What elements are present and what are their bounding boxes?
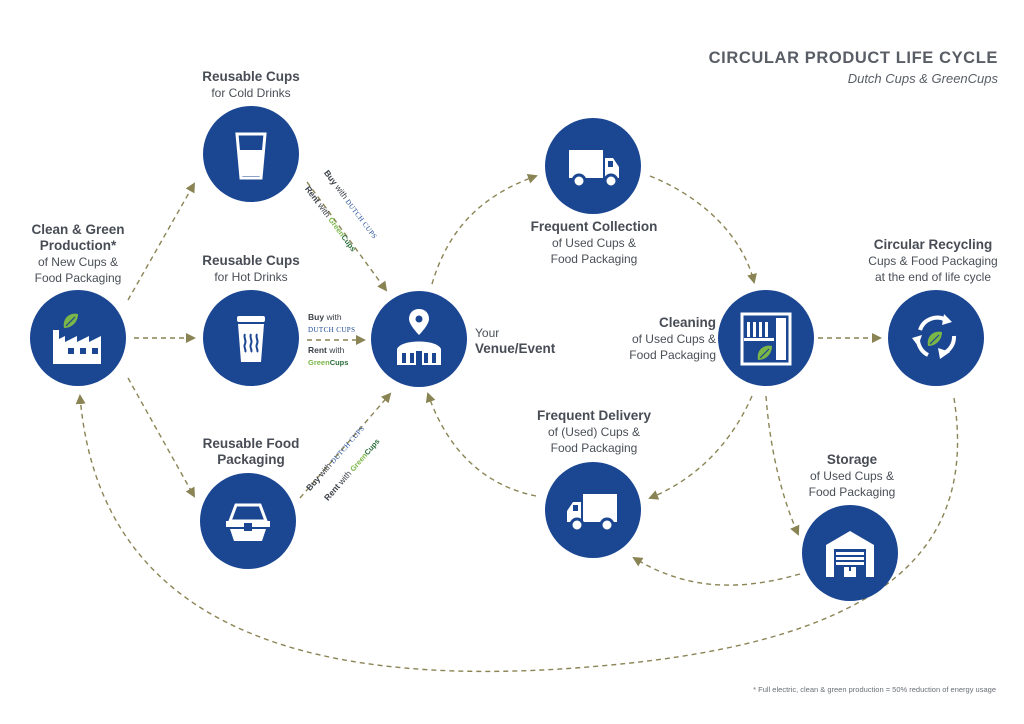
collection-node [545, 118, 641, 214]
collection-title: Frequent Collection [530, 219, 658, 234]
diagram-subtitle: Dutch Cups & GreenCups [847, 71, 998, 86]
food-packaging-title-2: Packaging [217, 452, 285, 467]
recycling-node [888, 290, 984, 386]
diagram-title-block: CIRCULAR PRODUCT LIFE CYCLE Dutch Cups &… [709, 49, 998, 86]
hot-rent-logo: GreenCups [308, 357, 348, 367]
arrow-venue-to-collection [431, 173, 538, 285]
cleaning-node [718, 290, 814, 386]
arrow-cold-to-venue [306, 181, 388, 292]
hot-rent-with: with [329, 345, 345, 355]
hot-buy-label: Buy with [308, 312, 342, 322]
production-label: Clean & Green Production* of New Cups & … [8, 222, 148, 286]
delivery-truck-icon [567, 494, 617, 533]
hot-cups-sub: for Hot Drinks [214, 270, 288, 284]
arrow-cleaning-to-delivery [648, 395, 753, 500]
storage-node [802, 505, 898, 601]
collection-label: Frequent Collection of Used Cups & Food … [514, 219, 674, 267]
hot-rent-label: Rent with [308, 345, 344, 355]
food-packaging-label: Reusable Food Packaging [181, 436, 321, 468]
recycling-label: Circular Recycling Cups & Food Packaging… [858, 237, 1008, 285]
greencups-logo-cups: Cups [329, 358, 349, 367]
hot-cups-title: Reusable Cups [202, 253, 300, 268]
venue-node [371, 291, 467, 387]
storage-title: Storage [826, 452, 878, 467]
delivery-node [545, 462, 641, 558]
warehouse-icon [826, 531, 874, 577]
delivery-label: Frequent Delivery of (Used) Cups & Food … [514, 408, 674, 456]
cold-cups-label: Reusable Cups for Cold Drinks [181, 69, 321, 101]
hot-buy-text: Buy [308, 312, 325, 322]
arrow-delivery-to-venue [425, 392, 537, 497]
greencups-logo-green: Green [308, 358, 330, 367]
venue-icon [397, 309, 441, 365]
dutch-cups-logo: DUTCH CUPS [308, 326, 356, 334]
glass-icon [235, 132, 267, 180]
cleaning-title: Cleaning [658, 315, 716, 330]
food-container-icon [226, 503, 270, 541]
recycling-sub: Cups & Food Packaging [868, 254, 998, 268]
hot-cups-label: Reusable Cups for Hot Drinks [181, 253, 321, 285]
hot-buy-with: with [326, 312, 342, 322]
production-sub-2: Food Packaging [34, 271, 122, 285]
arrow-production-to-cold [127, 182, 195, 301]
venue-label-event: Venue/Event [475, 341, 556, 356]
storage-sub-2: Food Packaging [808, 485, 896, 499]
factory-icon [53, 313, 101, 364]
diagram-title: CIRCULAR PRODUCT LIFE CYCLE [708, 49, 998, 67]
arrow-collection-to-cleaning [649, 175, 757, 284]
delivery-sub-2: Food Packaging [550, 441, 638, 455]
production-node [30, 290, 126, 386]
arrow-storage-to-delivery [632, 556, 801, 586]
arrow-recycling-to-production [75, 394, 959, 673]
collection-sub-2: Food Packaging [550, 252, 638, 266]
cold-cups-node [203, 106, 299, 202]
delivery-title: Frequent Delivery [536, 408, 652, 423]
cleaning-sub: of Used Cups & [631, 332, 716, 346]
delivery-sub: of (Used) Cups & [547, 425, 641, 439]
venue-label: Your Venue/Event [475, 325, 575, 357]
venue-label-your: Your [475, 326, 500, 340]
production-title: Clean & Green [31, 222, 125, 237]
cold-cups-sub: for Cold Drinks [211, 86, 291, 100]
arrow-production-to-food [127, 377, 195, 498]
hot-rent-text: Rent [308, 345, 327, 355]
hot-cups-node [203, 290, 299, 386]
recycling-sub-2: at the end of life cycle [874, 270, 992, 284]
food-packaging-node [200, 473, 296, 569]
cold-cups-title: Reusable Cups [202, 69, 300, 84]
greencups-logo: GreenCups [308, 358, 348, 367]
truck-icon [569, 150, 619, 189]
recycle-icon [912, 314, 956, 359]
collection-sub: of Used Cups & [551, 236, 637, 250]
storage-label: Storage of Used Cups & Food Packaging [782, 452, 922, 500]
dishwasher-icon [740, 312, 792, 366]
cleaning-label: Cleaning of Used Cups & Food Packaging [606, 315, 716, 363]
arrow-cleaning-to-storage [765, 395, 800, 536]
storage-sub: of Used Cups & [809, 469, 895, 483]
hot-buy-logo: DUTCH CUPS [308, 324, 355, 334]
coffee-cup-icon [237, 316, 265, 362]
food-packaging-title: Reusable Food [202, 436, 300, 451]
cleaning-sub-2: Food Packaging [629, 348, 716, 362]
production-title-2: Production* [39, 238, 117, 253]
production-sub: of New Cups & [37, 255, 119, 269]
recycling-title: Circular Recycling [873, 237, 993, 252]
arrow-food-to-venue [299, 392, 392, 499]
footnote: * Full electric, clean & green productio… [753, 685, 996, 694]
